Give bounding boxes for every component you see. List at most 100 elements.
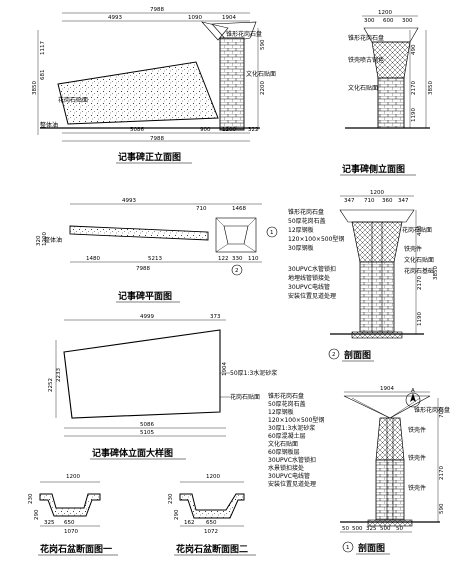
body-label-granite: 花岗石贴面 bbox=[230, 393, 260, 401]
granite-section-2: 1200 230 290 162 650 1072 花岗石盆断面图二 bbox=[168, 474, 256, 556]
front-left-dim-mid: 681 bbox=[40, 70, 46, 81]
gsec2-top-dim: 1200 bbox=[206, 474, 220, 480]
front-left-dim-total: 3850 bbox=[32, 81, 38, 95]
sec1-left-label-0: 锥形花岗石盘 bbox=[268, 392, 304, 400]
front-label-oil: 整体油 bbox=[40, 121, 58, 129]
front-label-culture: 文化石贴面 bbox=[246, 70, 276, 78]
plan-basin-corner-4 bbox=[243, 243, 257, 253]
front-label-cap: 锥形花岗石盘 bbox=[226, 30, 262, 38]
sec1-bottom-dim-d: 500 bbox=[380, 526, 391, 532]
sec2-top-dim-b: 710 bbox=[364, 198, 375, 204]
front-left-dim-top: 1117 bbox=[40, 41, 46, 55]
gsec1-top-dim: 1200 bbox=[66, 474, 80, 480]
side-title: 记事碑侧立面图 bbox=[342, 163, 405, 175]
north-arrow-icon bbox=[410, 393, 416, 402]
front-stone-slab bbox=[57, 61, 219, 125]
body-left-dim-b: 2233 bbox=[56, 368, 62, 382]
body-bottom-dim-b: 5105 bbox=[140, 430, 154, 436]
sec1-right-labels: 锥形花岗石盘 铁壳件 铁壳件 铁壳件 bbox=[408, 406, 450, 492]
section-1: 1904 700 2170 590 锥形花岗石盘 50厚花岗石盖 12厚钢板 1… bbox=[268, 386, 450, 555]
front-top-dim-c: 1904 bbox=[222, 15, 236, 21]
sec1-right-dim-c: 590 bbox=[439, 503, 445, 514]
sec2-dim-c: 1190 bbox=[417, 312, 423, 326]
plan-bottom-dim-e: 110 bbox=[248, 256, 259, 262]
plan-left-dim-b: 1200 bbox=[42, 232, 48, 246]
front-bottom-dim-b: 900 bbox=[200, 127, 211, 133]
side-top-dim-b: 600 bbox=[383, 18, 394, 24]
plan-bottom-dim-total: 7988 bbox=[136, 266, 150, 272]
side-top-dim-total: 1200 bbox=[378, 10, 392, 16]
body-title: 记事碑体立面大样图 bbox=[92, 447, 173, 459]
sec2-title-marker-text: 2 bbox=[332, 352, 336, 358]
sec1-right-label-0: 锥形花岗石盘 bbox=[414, 406, 450, 414]
sec2-dim-b: 2170 bbox=[417, 276, 423, 290]
side-dim-c: 1190 bbox=[411, 108, 417, 122]
sec1-right-dim-b: 2170 bbox=[439, 466, 445, 480]
plan-top-dim-c: 1468 bbox=[232, 206, 246, 212]
plan-basin-outer bbox=[215, 217, 257, 253]
side-top-dim-c: 300 bbox=[402, 18, 413, 24]
sec2-left-label-2: 12厚钢板 bbox=[288, 226, 314, 234]
sec2-iron-shell bbox=[351, 221, 403, 263]
sec1-bottom-dim-a: 50 bbox=[342, 526, 349, 532]
sec2-top-dim-total: 1200 bbox=[370, 190, 384, 196]
plan-basin-inner bbox=[223, 225, 249, 245]
sec1-left-label-9: 水景锁扣接处 bbox=[268, 464, 304, 472]
section-2: 1200 347 710 360 347 490 2170 3850 1190 … bbox=[288, 190, 439, 362]
north-text: A bbox=[411, 388, 415, 394]
side-elevation: 1200 300 600 300 490 2170 1190 3850 锥形花岗… bbox=[340, 10, 434, 176]
sec2-left-label-1: 50厚花岗石盖 bbox=[288, 217, 326, 225]
front-top-dim-b: 1090 bbox=[188, 15, 202, 21]
side-column bbox=[377, 77, 405, 129]
sec1-right-dim-a: 700 bbox=[439, 407, 445, 418]
sec1-title-marker-text: 1 bbox=[346, 545, 350, 551]
sec1-left-label-5: 60厚混凝土层 bbox=[268, 432, 306, 440]
sec2-right-label-3: 花岗石基础 bbox=[404, 267, 434, 275]
plan-basin-corner-2 bbox=[247, 217, 257, 227]
sec2-right-label-2: 文化石贴面 bbox=[404, 256, 434, 264]
front-top-dim-a: 4993 bbox=[108, 15, 122, 21]
plan-title: 记事碑平面图 bbox=[118, 290, 172, 302]
sec1-left-label-1: 50厚花岗石盖 bbox=[268, 400, 306, 408]
body-top-dim-a: 4999 bbox=[140, 314, 154, 320]
sec1-right-label-3: 铁壳件 bbox=[408, 484, 426, 492]
sec2-left-label-4: 30厚钢板 bbox=[288, 244, 314, 252]
front-top-dim-total: 7988 bbox=[150, 7, 164, 13]
sec1-top-dim: 1904 bbox=[380, 386, 394, 392]
sec2-left-label-8: 安装位置见道处理 bbox=[288, 292, 336, 300]
plan-bottom-dim-c: 122 bbox=[218, 256, 229, 262]
sec2-cap bbox=[339, 209, 415, 223]
sec1-left-label-8: 30UPVC水管锁扣 bbox=[268, 456, 316, 464]
sec1-bottom-dim-b: 500 bbox=[352, 526, 363, 532]
sec2-left-label-6: 地埋线管锁接处 bbox=[288, 274, 330, 282]
plan-top-dim-a: 4993 bbox=[122, 198, 136, 204]
sec1-footing bbox=[367, 519, 413, 527]
front-bottom-dim-a: 5086 bbox=[130, 127, 144, 133]
sec2-left-label-0: 锥形花岗石盘 bbox=[288, 208, 324, 216]
plan-left-dim-a: 320 bbox=[36, 235, 42, 246]
gsec1-bottom-dim-a: 325 bbox=[44, 520, 55, 526]
sec1-right-label-1: 铁壳件 bbox=[408, 426, 426, 434]
gsec2-left-dim-b: 290 bbox=[174, 509, 180, 520]
body-label-mortar: 50厚1:3水泥砂浆 bbox=[230, 369, 277, 377]
side-dim-total: 3850 bbox=[428, 81, 434, 95]
front-bottom-dim-total: 7988 bbox=[150, 136, 164, 142]
sec1-left-label-11: 安装位置见道处理 bbox=[268, 480, 316, 488]
plan-label-oil: 整体油 bbox=[44, 236, 62, 244]
front-bottom-dim-d: 322 bbox=[248, 127, 259, 133]
sec1-bottom-dim-e: 50 bbox=[396, 526, 403, 532]
gsec2-basin-profile bbox=[179, 493, 245, 519]
body-left-dim-a: 2252 bbox=[48, 378, 54, 392]
sec2-column bbox=[359, 261, 395, 333]
sec2-title-marker bbox=[328, 348, 340, 360]
sec2-left-label-5: 30UPVC水管锁扣 bbox=[288, 265, 336, 273]
plan-view: 4993 710 1468 320 1200 整体油 1 2 1480 5213… bbox=[36, 198, 278, 303]
side-dim-a: 490 bbox=[411, 44, 417, 55]
gsec1-bottom-dim-c: 1070 bbox=[64, 529, 78, 535]
sec1-left-label-4: 30厚1:3水泥砂浆 bbox=[268, 424, 315, 432]
sec1-left-label-7: 60厚钢板层 bbox=[268, 448, 300, 456]
plan-section-marker-1 bbox=[266, 226, 278, 238]
sec2-left-label-3: 120×100×500型钢 bbox=[288, 235, 344, 243]
sec1-cap bbox=[343, 395, 431, 419]
